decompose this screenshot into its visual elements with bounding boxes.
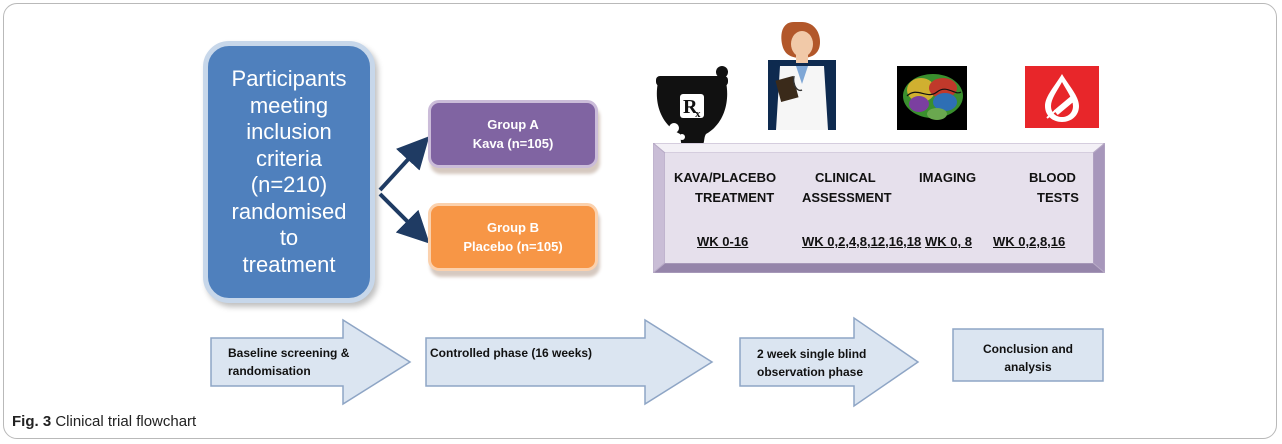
participants-line: inclusion <box>246 119 332 144</box>
blood-header-line2: TESTS <box>1037 190 1079 205</box>
participants-line: to <box>279 225 299 250</box>
group-b-detail: Placebo (n=105) <box>463 239 563 254</box>
imaging-weeks: WK 0, 8 <box>925 234 972 249</box>
caption-label: Fig. 3 <box>12 413 52 430</box>
arrow-to-group-b <box>378 192 430 244</box>
group-a-title: Group A <box>487 117 539 132</box>
brain-imaging-icon <box>897 66 967 130</box>
participants-line: (n=210) <box>250 172 328 197</box>
clinical-weeks: WK 0,2,4,8,12,16,18 <box>802 234 922 249</box>
svg-text:x: x <box>695 108 701 120</box>
phase-conclusion-line2: analysis <box>1004 360 1052 374</box>
group-b-title: Group B <box>487 220 539 235</box>
treatment-header-line1: KAVA/PLACEBO <box>674 170 777 185</box>
treatment-header-line2: TREATMENT <box>695 190 775 205</box>
figure-frame <box>3 3 1277 439</box>
phase-conclusion-line1: Conclusion and <box>983 342 1073 356</box>
phase-arrow-controlled <box>425 318 714 406</box>
svg-text:R: R <box>683 96 698 118</box>
blood-test-icon <box>1025 66 1099 128</box>
group-a-box: Group A Kava (n=105) <box>428 100 598 168</box>
participants-line: Participants <box>231 66 347 91</box>
phase-observation-line2: observation phase <box>757 365 864 379</box>
phase-baseline-line2: randomisation <box>228 364 311 378</box>
phase-arrow-observation <box>739 316 920 408</box>
phase-baseline-line1: Baseline screening & <box>228 346 350 360</box>
imaging-header: IMAGING <box>919 170 977 185</box>
phase-arrow-baseline <box>210 318 412 406</box>
phase-arrows <box>210 316 1104 408</box>
clinical-header-line1: CLINICAL <box>815 170 876 185</box>
randomisation-connectors <box>378 136 430 244</box>
group-a-detail: Kava (n=105) <box>472 136 554 151</box>
blood-header-line1: BLOOD <box>1029 170 1076 185</box>
figure-caption: Fig. 3 Clinical trial flowchart <box>12 413 196 430</box>
pharmacy-mortar-rx-icon: R x <box>656 66 728 148</box>
blood-weeks: WK 0,2,8,16 <box>993 234 1066 249</box>
phase-observation-line1: 2 week single blind <box>757 347 867 361</box>
phase-controlled-line1: Controlled phase (16 weeks) <box>430 346 593 360</box>
participants-line: meeting <box>249 92 329 118</box>
participants-line: treatment <box>242 251 336 277</box>
clinical-header-line2: ASSESSMENT <box>802 190 892 205</box>
doctor-icon <box>768 22 836 130</box>
assessment-panel-frame <box>653 143 1105 273</box>
arrow-to-group-a <box>378 136 430 192</box>
treatment-weeks: WK 0-16 <box>697 234 749 249</box>
participants-line: randomised <box>231 198 347 224</box>
caption-text: Clinical trial flowchart <box>55 413 197 430</box>
assessment-panel: KAVA/PLACEBO TREATMENT WK 0-16 CLINICAL … <box>653 143 1105 273</box>
participants-box: Participants meeting inclusion criteria … <box>203 41 375 303</box>
phase-box-conclusion <box>952 328 1104 382</box>
group-b-box: Group B Placebo (n=105) <box>428 203 598 271</box>
participants-line: criteria <box>255 145 322 171</box>
